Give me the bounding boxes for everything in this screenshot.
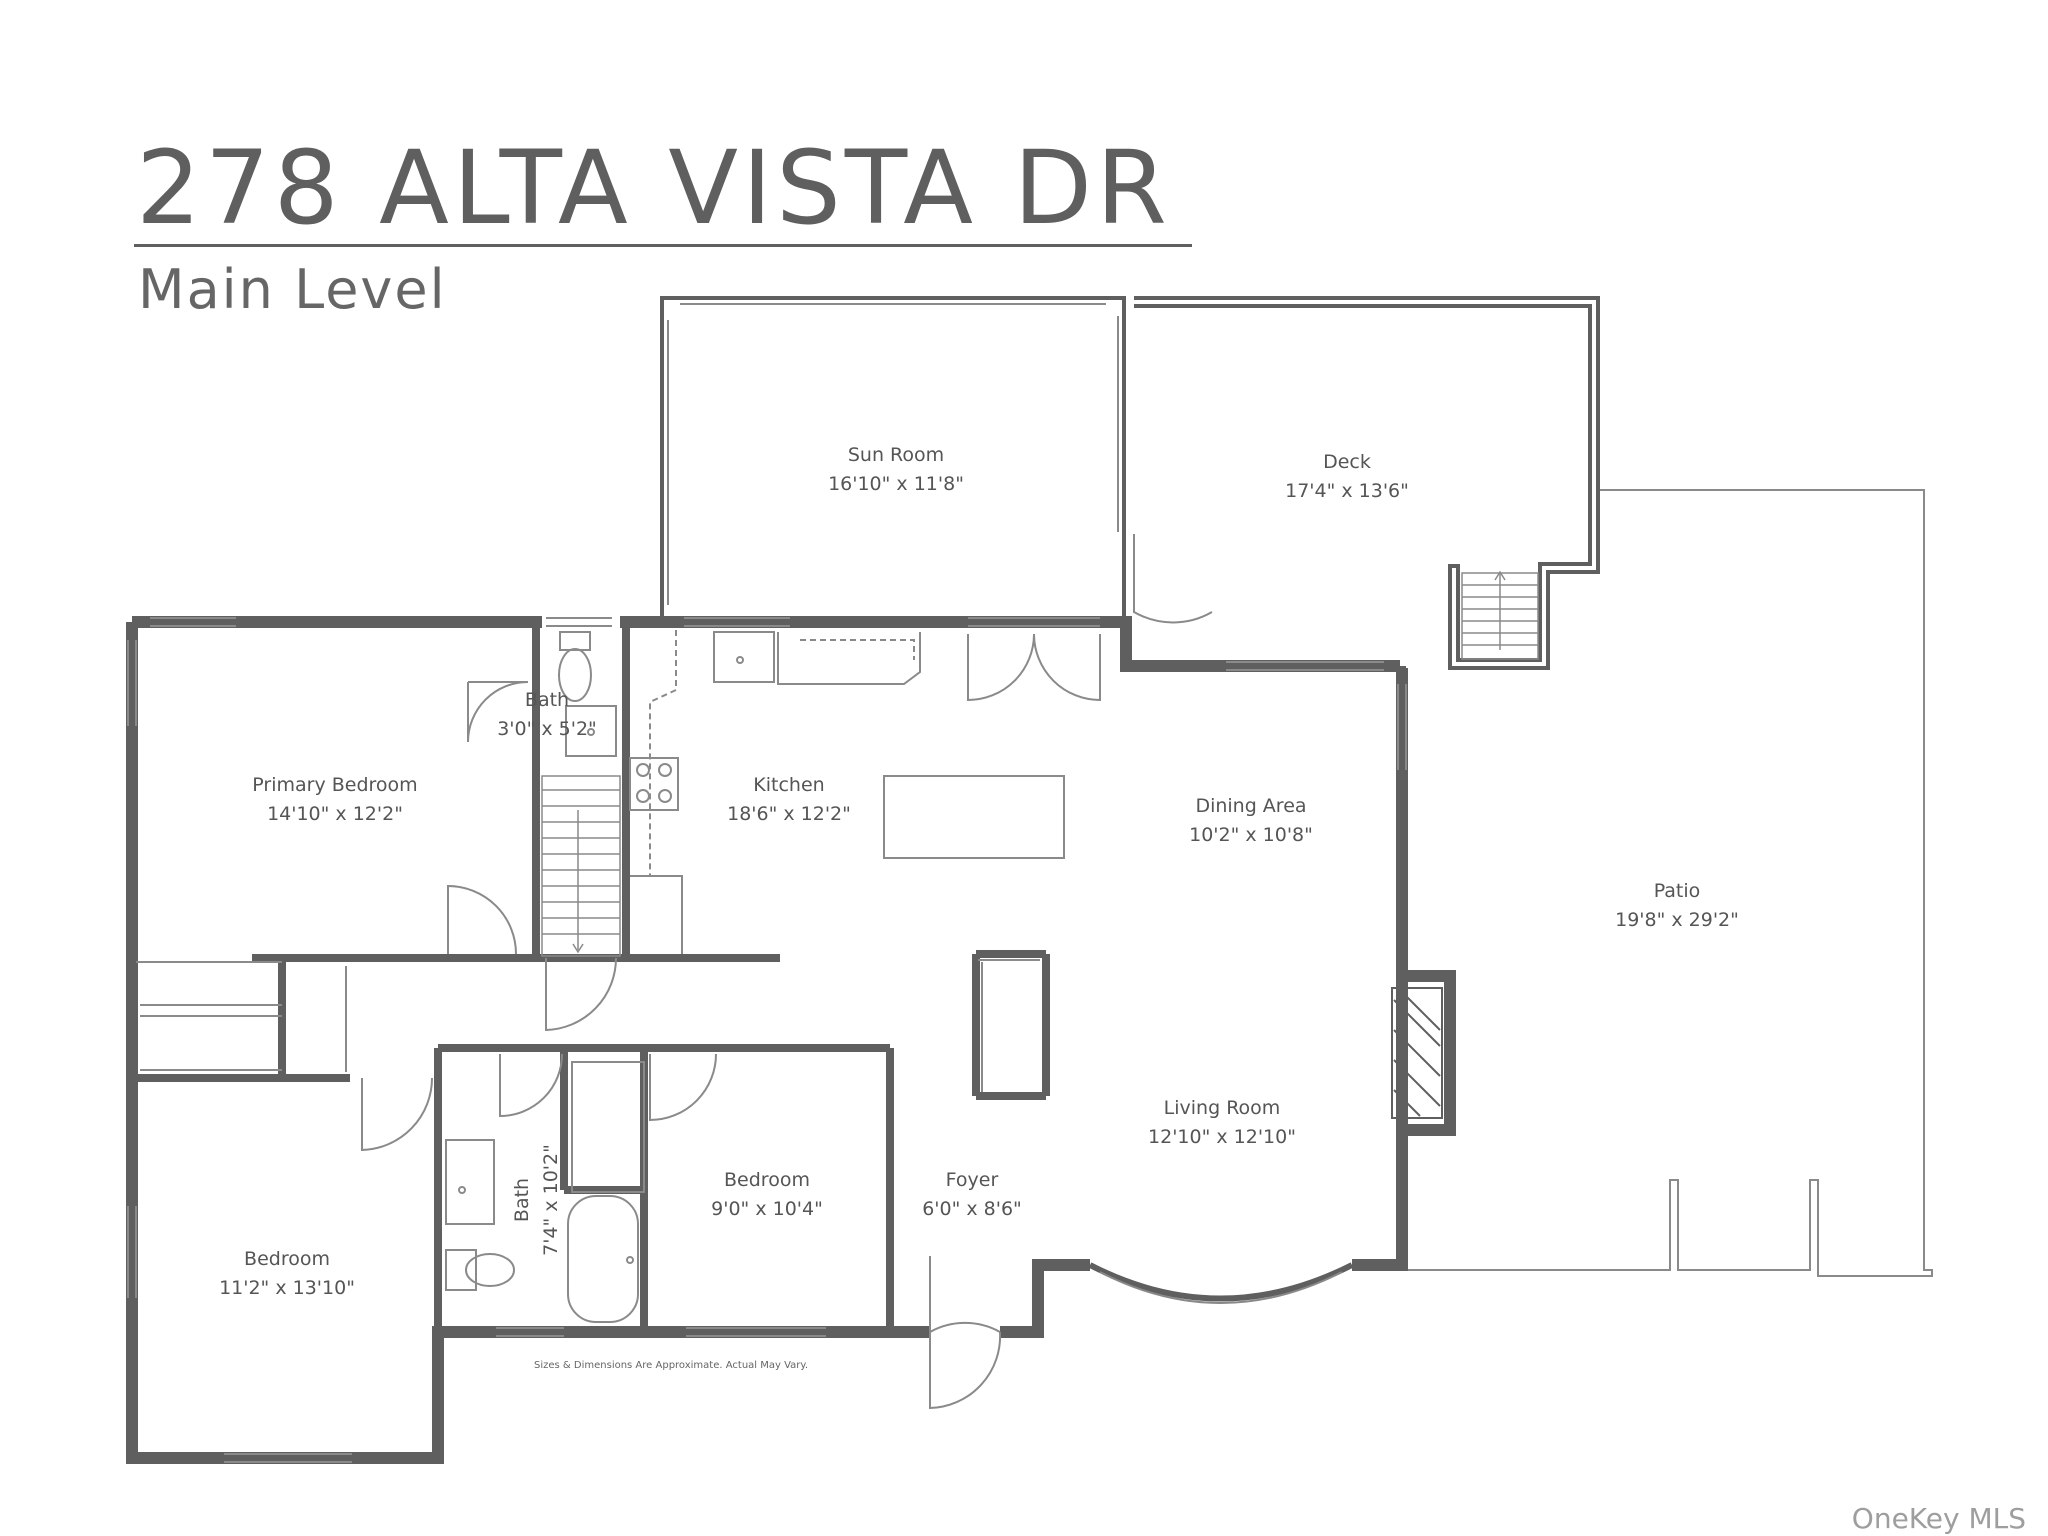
room-primary-bedroom: Primary Bedroom 14'10" x 12'2": [252, 771, 417, 829]
disclaimer-note: Sizes & Dimensions Are Approximate. Actu…: [534, 1360, 809, 1371]
windows: [127, 617, 1407, 1463]
exterior-walls: [126, 616, 1456, 1464]
room-dimensions: 11'2" x 13'10": [219, 1277, 355, 1299]
room-dimensions: 3'0" x 5'2": [497, 718, 597, 740]
room-bath-small: Bath 3'0" x 5'2": [497, 686, 597, 744]
room-name: Deck: [1323, 451, 1371, 473]
room-name: Bath: [524, 689, 570, 711]
room-living-room: Living Room 12'10" x 12'10": [1148, 1094, 1296, 1152]
room-bedroom-lower: Bedroom 11'2" x 13'10": [219, 1245, 355, 1303]
room-name: Bedroom: [724, 1169, 810, 1191]
sun-room-windows: [667, 303, 1119, 605]
bay-window: [1088, 1262, 1354, 1302]
fireplace: [1391, 987, 1443, 1119]
patio-outline: [1408, 489, 1933, 1277]
room-kitchen: Kitchen 18'6" x 12'2": [727, 771, 851, 829]
deck-stairs: [1461, 570, 1539, 660]
room-dimensions: 6'0" x 8'6": [922, 1198, 1022, 1220]
room-sun-room: Sun Room 16'10" x 11'8": [828, 441, 964, 499]
bay-window-panes: [1099, 1271, 1343, 1304]
room-dimensions: 9'0" x 10'4": [711, 1198, 823, 1220]
interior-stairs: [541, 775, 621, 957]
room-name: Living Room: [1163, 1097, 1281, 1119]
room-name: Kitchen: [753, 774, 825, 796]
doors: [361, 534, 1213, 1410]
room-dimensions: 12'10" x 12'10": [1148, 1126, 1296, 1148]
room-name: Patio: [1653, 880, 1701, 902]
deck-outline: [1134, 296, 1600, 670]
room-bedroom-middle: Bedroom 9'0" x 10'4": [711, 1166, 823, 1224]
room-dimensions: 17'4" x 13'6": [1285, 480, 1409, 502]
mls-watermark: OneKey MLS: [1851, 1502, 2026, 1535]
level-label: Main Level: [138, 258, 447, 321]
room-foyer: Foyer 6'0" x 8'6": [922, 1166, 1022, 1224]
room-dimensions: 18'6" x 12'2": [727, 803, 851, 825]
room-name: Primary Bedroom: [252, 774, 418, 796]
room-dimensions: 7'4" x 10'2": [540, 1144, 562, 1256]
room-name: Bath: [511, 1177, 533, 1223]
room-name: Sun Room: [847, 444, 945, 466]
room-deck: Deck 17'4" x 13'6": [1285, 448, 1409, 506]
page-title: 278 ALTA VISTA DR: [136, 129, 1171, 248]
closets: [136, 959, 1040, 1092]
room-dimensions: 10'2" x 10'8": [1189, 824, 1313, 846]
room-bath-large: Bath 7'4" x 10'2": [508, 1144, 566, 1256]
bath-fixtures: [445, 631, 645, 1323]
room-name: Dining Area: [1195, 795, 1307, 817]
room-dimensions: 16'10" x 11'8": [828, 473, 964, 495]
room-dimensions: 19'8" x 29'2": [1615, 909, 1739, 931]
title-underline: [134, 244, 1192, 247]
room-name: Bedroom: [244, 1248, 330, 1270]
room-dimensions: 14'10" x 12'2": [267, 803, 403, 825]
room-patio: Patio 19'8" x 29'2": [1615, 877, 1739, 935]
kitchen-fixtures: [629, 630, 1065, 954]
room-dining-area: Dining Area 10'2" x 10'8": [1189, 792, 1313, 850]
room-name: Foyer: [945, 1169, 999, 1191]
